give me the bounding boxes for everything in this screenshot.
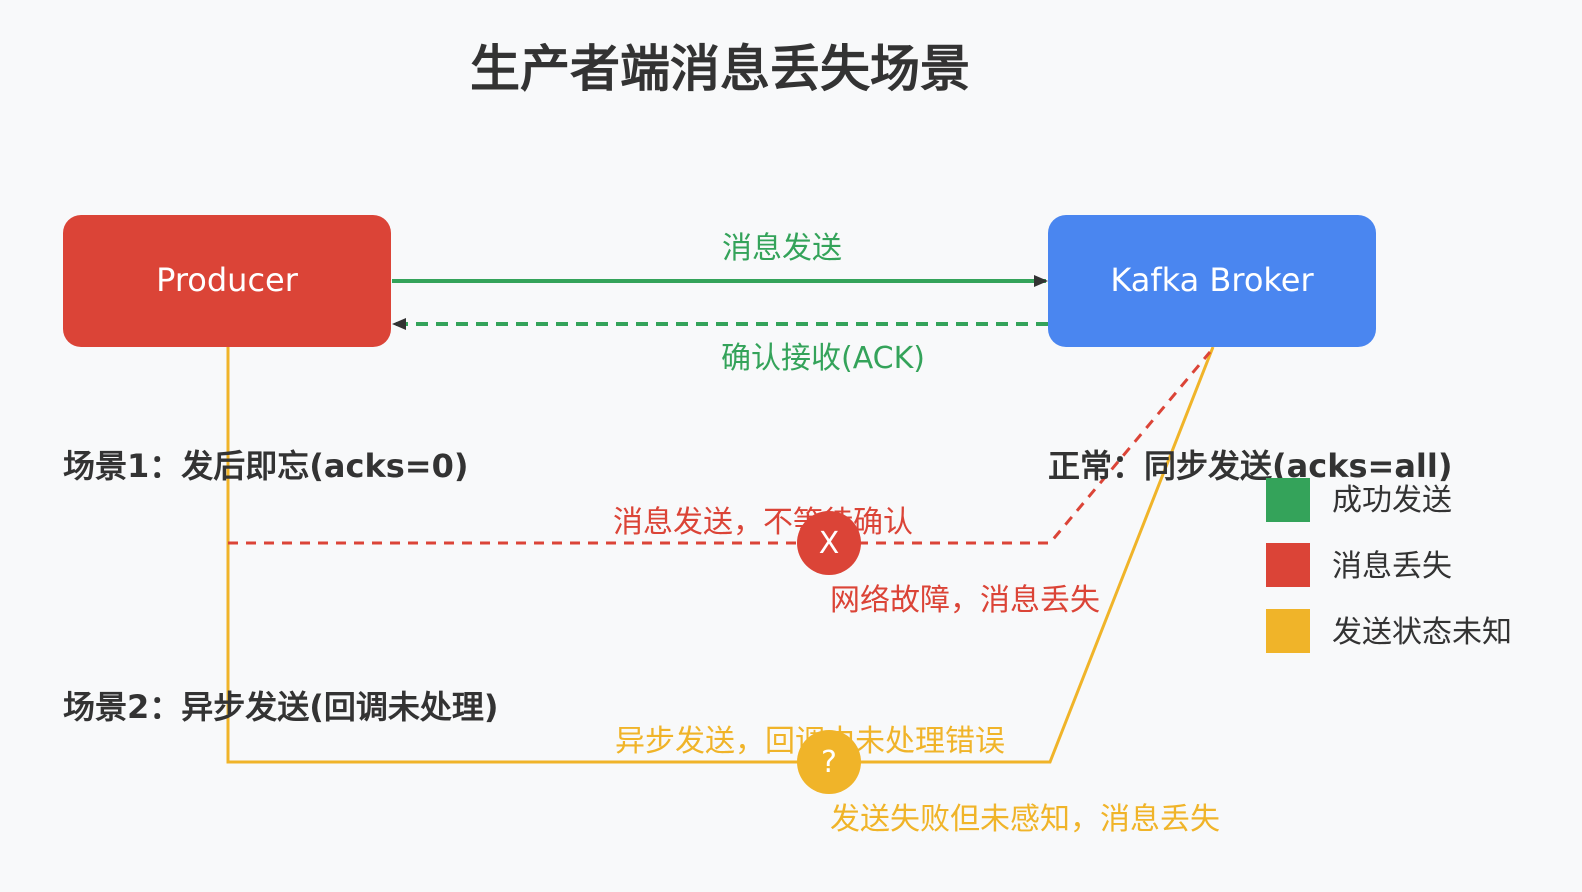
- legend-label-loss: 消息丢失: [1332, 549, 1452, 584]
- normal-scenario-title: 正常：同步发送(acks=all): [1048, 447, 1453, 485]
- legend-swatch-loss: [1266, 543, 1310, 587]
- scenario2-note: 发送失败但未感知，消息丢失: [830, 802, 1220, 837]
- loss-marker-text: X: [819, 526, 840, 561]
- unknown-marker-icon: ?: [797, 730, 861, 794]
- broker-node-label: Kafka Broker: [1110, 261, 1314, 299]
- scenario2-async-path: [226, 346, 1215, 764]
- ack-arrow-label: 确认接收(ACK): [721, 341, 925, 376]
- legend-item-loss: 消息丢失: [1266, 543, 1452, 587]
- diagram-title: 生产者端消息丢失场景: [470, 40, 970, 98]
- broker-node: Kafka Broker: [1048, 215, 1376, 347]
- legend-item-success: 成功发送: [1266, 478, 1452, 522]
- legend: 成功发送 消息丢失 发送状态未知: [1266, 478, 1512, 653]
- legend-label-success: 成功发送: [1332, 483, 1452, 518]
- scenario1-path-label: 消息发送，不等待确认: [613, 505, 913, 540]
- unknown-marker-text: ?: [821, 745, 837, 780]
- scenario1-note: 网络故障，消息丢失: [830, 583, 1100, 618]
- legend-item-unknown: 发送状态未知: [1266, 609, 1512, 653]
- producer-node: Producer: [63, 215, 391, 347]
- scenario1-fire-forget-path: [228, 351, 1212, 545]
- producer-node-label: Producer: [156, 261, 299, 299]
- scenario2-title: 场景2：异步发送(回调未处理): [63, 688, 499, 726]
- send-arrow-label: 消息发送: [722, 231, 842, 266]
- legend-swatch-success: [1266, 478, 1310, 522]
- legend-swatch-unknown: [1266, 609, 1310, 653]
- loss-marker-icon: X: [797, 511, 861, 575]
- scenario1-title: 场景1：发后即忘(acks=0): [63, 447, 469, 485]
- legend-label-unknown: 发送状态未知: [1332, 615, 1512, 650]
